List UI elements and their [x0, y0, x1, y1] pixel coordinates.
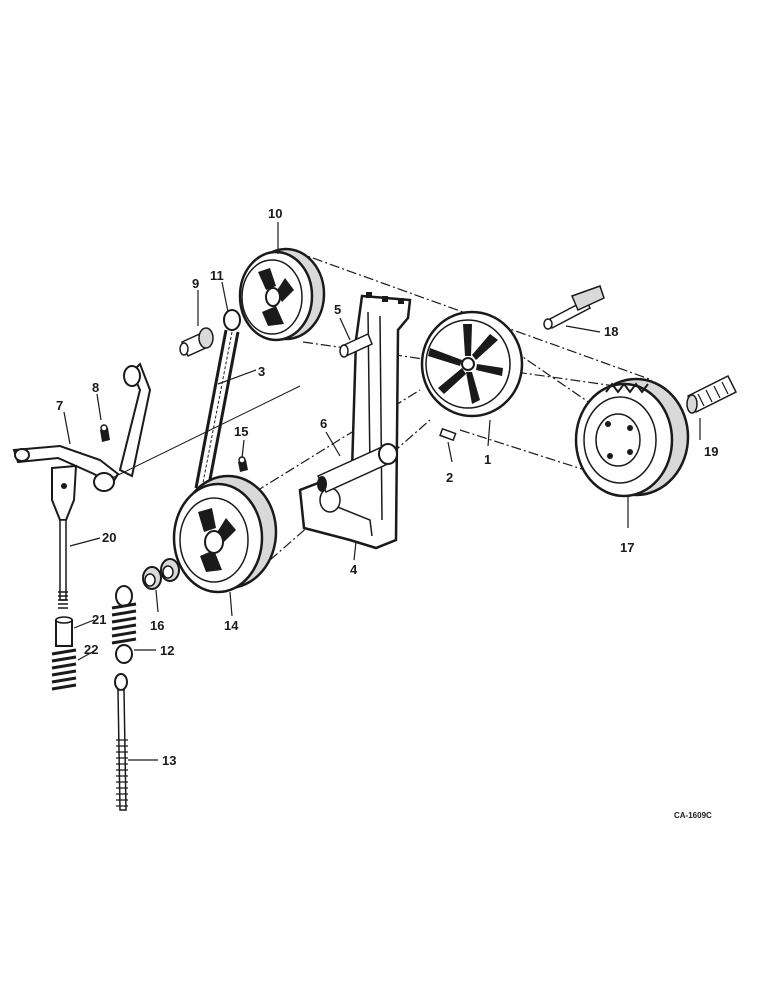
callout-11: 11 — [210, 268, 224, 283]
callout-18: 18 — [604, 324, 618, 339]
callout-4: 4 — [350, 562, 358, 577]
bolt-part — [543, 285, 605, 330]
clevis-rod — [51, 464, 78, 609]
callout-17: 17 — [620, 540, 634, 555]
callout-15: 15 — [234, 424, 248, 439]
bearing-pair — [142, 558, 180, 590]
callout-9: 9 — [192, 276, 199, 291]
spacer-sleeve — [55, 616, 73, 647]
drawing-code: CA-1609C — [674, 811, 712, 820]
callout-10: 10 — [268, 206, 282, 221]
callout-5: 5 — [334, 302, 341, 317]
callout-19: 19 — [704, 444, 718, 459]
leader-lines — [63, 222, 701, 761]
key-part — [439, 427, 457, 442]
pulley-upper — [238, 247, 326, 342]
v-belt — [194, 329, 240, 491]
grease-fitting-2 — [238, 456, 248, 472]
callout-2: 2 — [446, 470, 453, 485]
bushing-part — [179, 327, 214, 357]
callout-21: 21 — [92, 612, 106, 627]
extension-spring — [111, 585, 137, 664]
grease-fitting — [100, 424, 110, 442]
pulley-spoked — [420, 310, 524, 418]
compression-spring — [51, 648, 77, 691]
callout-12: 12 — [160, 643, 174, 658]
control-lever — [12, 362, 301, 492]
callout-7: 7 — [56, 398, 63, 413]
pivot-pin — [316, 443, 398, 493]
stud-upper — [339, 332, 373, 358]
callout-14: 14 — [224, 618, 239, 633]
callout-6: 6 — [320, 416, 327, 431]
eye-bolt — [114, 673, 128, 811]
callout-22: 22 — [84, 642, 98, 657]
callout-16: 16 — [150, 618, 164, 633]
idler-bracket — [298, 292, 412, 550]
pulley-idler — [172, 474, 278, 594]
callout-1: 1 — [484, 452, 491, 467]
callout-3: 3 — [258, 364, 265, 379]
callout-labels: 1 2 3 4 5 6 7 8 9 10 11 12 13 14 15 16 1… — [56, 206, 718, 768]
pulley-crankshaft — [574, 377, 690, 498]
callout-13: 13 — [162, 753, 176, 768]
stud-part — [686, 374, 738, 414]
snap-ring — [223, 309, 241, 331]
callout-20: 20 — [102, 530, 116, 545]
callout-8: 8 — [92, 380, 99, 395]
